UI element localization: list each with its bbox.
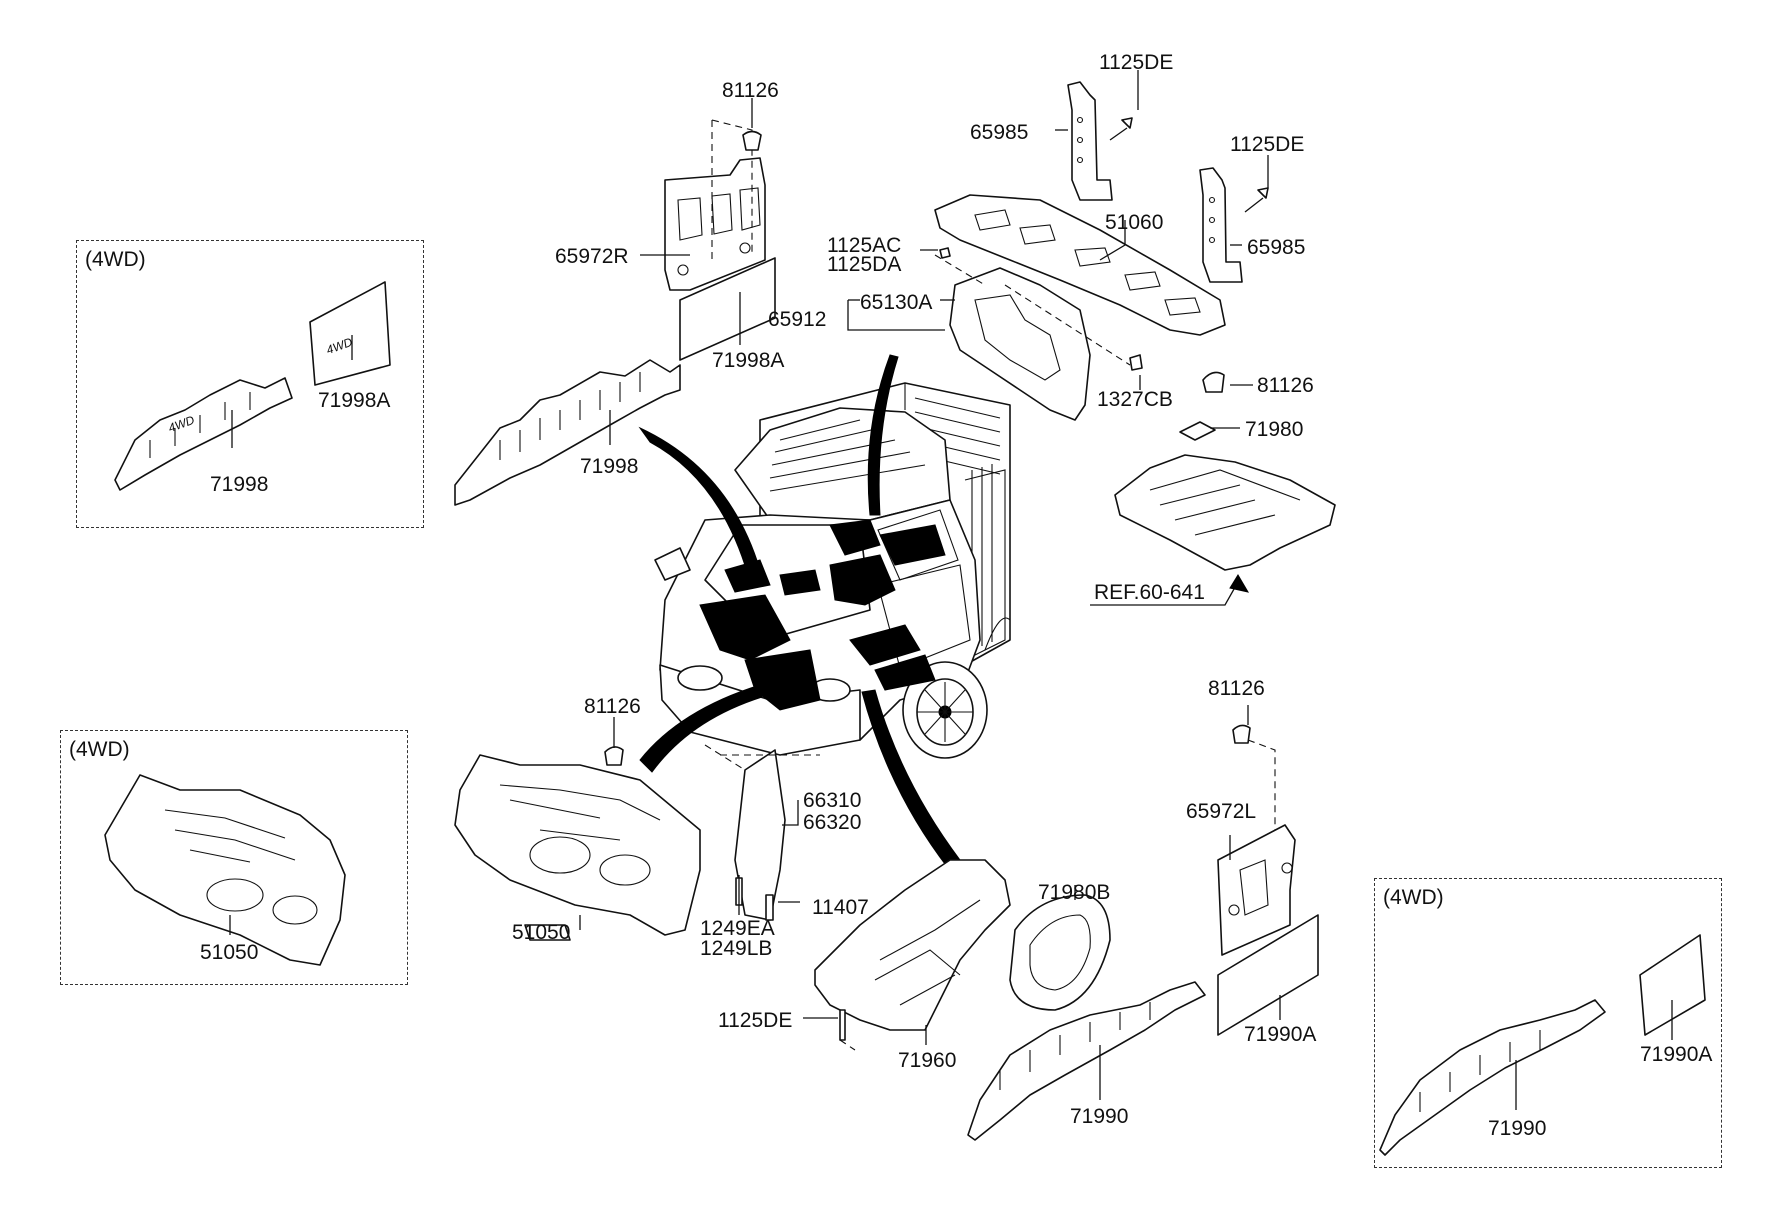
label-71998A: 71998A <box>712 349 785 372</box>
4wd-71998-group <box>114 281 391 491</box>
label-65985: 65985 <box>970 121 1029 144</box>
4wd-tag: (4WD) <box>1383 886 1444 909</box>
part-71980B-cover <box>1009 894 1111 1011</box>
part-51050-dash-insulator <box>454 746 701 941</box>
part-65972L-pad <box>1217 724 1296 956</box>
part-65130A-dash-panel <box>934 247 1143 421</box>
label-65130A: 65130A <box>860 291 933 314</box>
label-65985: 65985 <box>1247 236 1306 259</box>
label-81126: 81126 <box>1208 677 1265 700</box>
part-71990A-pad <box>1217 914 1319 1036</box>
label-66320: 66320 <box>803 811 862 834</box>
truck-body-illustration <box>654 382 1011 759</box>
label-71960: 71960 <box>898 1049 957 1072</box>
callout-swooshes <box>638 354 961 869</box>
label-65912: 65912 <box>768 308 827 331</box>
label-71990: 71990 <box>1488 1117 1547 1140</box>
part-71998-pad <box>454 359 681 506</box>
label-71990A: 71990A <box>1640 1043 1713 1066</box>
part-66310-side-trim <box>704 744 820 921</box>
label-65972L: 65972L <box>1186 800 1257 823</box>
4wd-box-bottom-right: (4WD) <box>1374 878 1722 1168</box>
label-51050: 51050 <box>200 941 259 964</box>
label-1125DA: 1125DA <box>827 253 902 276</box>
part-65972R-pad <box>664 119 766 291</box>
label-71990: 71990 <box>1070 1105 1129 1128</box>
part-51060-floor-panel <box>934 194 1226 336</box>
label-1249LB: 1249LB <box>700 937 773 960</box>
label-11407: 11407 <box>812 896 869 919</box>
label-66310: 66310 <box>803 789 862 812</box>
label-ref-60-641: REF.60-641 <box>1094 581 1205 604</box>
part-65985-bracket-a <box>1067 81 1133 201</box>
label-51050: 51050 <box>512 921 571 944</box>
label-71998: 71998 <box>210 473 269 496</box>
part-71960-tunnel <box>814 859 1011 1051</box>
label-1125AC: 1125AC <box>827 234 902 257</box>
label-65972R: 65972R <box>555 245 629 268</box>
label-81126: 81126 <box>722 79 779 102</box>
label-1125DE: 1125DE <box>1230 133 1305 156</box>
label-1327CB: 1327CB <box>1097 388 1173 411</box>
part-71980-floor <box>1090 421 1336 606</box>
label-51060: 51060 <box>1105 211 1164 234</box>
4wd-51050-group <box>104 774 346 966</box>
label-71990A: 71990A <box>1244 1023 1317 1046</box>
label-71998A: 71998A <box>318 389 391 412</box>
label-81126: 81126 <box>584 695 641 718</box>
part-71998A-pad <box>679 257 776 361</box>
label-1125DE: 1125DE <box>1099 51 1174 74</box>
part-81126-clip-right <box>1202 371 1225 393</box>
label-81126: 81126 <box>1257 374 1314 397</box>
label-71980: 71980 <box>1245 418 1304 441</box>
leader-lines <box>579 70 1281 1100</box>
part-71990-pad <box>967 981 1206 1141</box>
part-65985-bracket-b <box>1199 167 1269 283</box>
label-1125DE: 1125DE <box>718 1009 793 1032</box>
4wd-tag: (4WD) <box>69 738 130 761</box>
label-71998: 71998 <box>580 455 639 478</box>
label-71980B: 71980B <box>1038 881 1111 904</box>
label-1249EA: 1249EA <box>700 917 775 940</box>
4wd-71990-group <box>1379 934 1706 1156</box>
4wd-box-left: (4WD) <box>60 730 408 985</box>
4wd-tag: (4WD) <box>85 248 146 271</box>
4wd-box-top-left: (4WD) <box>76 240 424 528</box>
